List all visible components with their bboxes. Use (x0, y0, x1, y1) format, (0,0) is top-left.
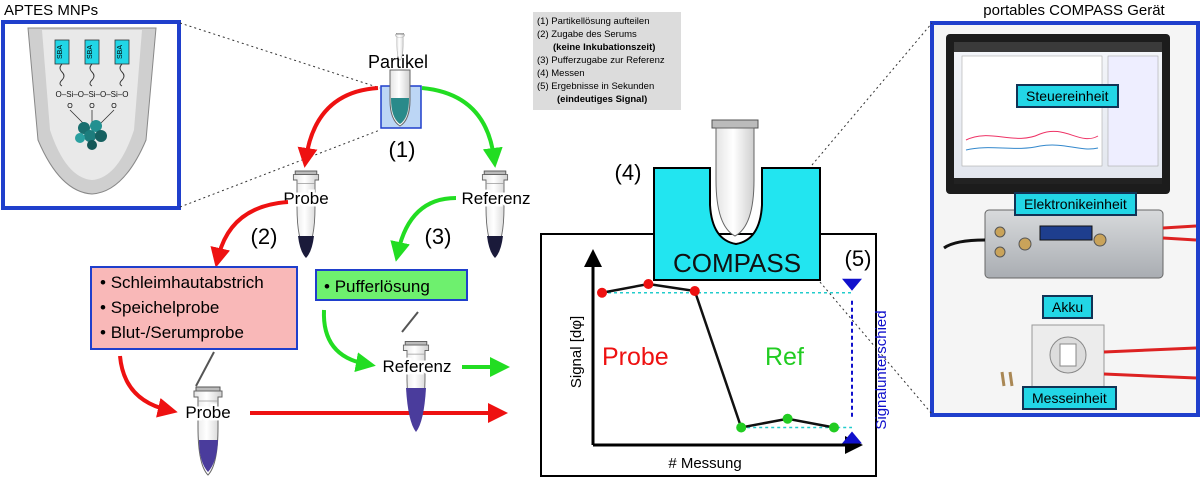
sba-tag-2: SBA (84, 39, 100, 87)
x-axis-label: # Messung (668, 455, 741, 472)
label-battery: Akku (1042, 295, 1094, 319)
compass-tube (711, 119, 759, 237)
particle-tube (380, 69, 422, 129)
arrow-step-3 (390, 196, 457, 262)
sample-item-1: • Schleimhautabstrich (100, 273, 264, 292)
data-point-2 (643, 279, 654, 289)
data-point-6 (829, 422, 839, 433)
label-electronics-unit: Elektronikeinheit (1014, 192, 1137, 216)
siloxane-chain: O–Si–O–Si–O–Si–O (56, 90, 129, 99)
oxygen-2: O (89, 103, 95, 110)
signal-chart: Signal [dφ] # Messung Probe Ref Signalun… (568, 249, 890, 472)
svg-text:SBA: SBA (87, 45, 94, 59)
probe-region-label: Probe (602, 343, 669, 371)
step-2-label: (2) (251, 224, 278, 249)
photo-zoom-line-top (811, 22, 933, 166)
arrow-step-2 (210, 200, 289, 268)
y-axis-label: Signal [dφ] (568, 316, 585, 388)
svg-text:SBA: SBA (57, 45, 64, 59)
steps-line-6: (5) Ergebnisse in Sekunden (537, 81, 654, 92)
data-point-5 (782, 413, 793, 424)
data-point-3 (689, 286, 700, 296)
data-point-1 (597, 287, 607, 298)
electronics-unit-icon (943, 209, 1197, 279)
step-5-label: (5) (845, 246, 872, 271)
compass-device: COMPASS (653, 167, 821, 281)
svg-text:SBA: SBA (117, 45, 124, 59)
nanoparticle-cluster-icon (75, 120, 107, 150)
measuring-unit-icon (1000, 324, 1197, 398)
final-referenz-lid (401, 311, 419, 333)
steps-line-3: (keine Inkubationszeit) (553, 42, 655, 53)
steps-line-1: (1) Partikellösung aufteilen (537, 16, 649, 27)
steps-line-5: (4) Messen (537, 68, 585, 79)
final-referenz-label: Referenz (383, 357, 452, 376)
steps-line-7: (eindeutiges Signal) (557, 94, 647, 105)
arrow-to-referenz (421, 86, 503, 168)
final-probe-lid (195, 351, 215, 387)
zoom-line-bottom (179, 129, 381, 208)
zoom-line-top (179, 22, 381, 89)
sba-tag-1: SBA (54, 39, 70, 87)
photo-zoom-line-bottom (819, 281, 933, 415)
final-probe-label: Probe (185, 403, 230, 422)
sample-item-3: • Blut-/Serumprobe (100, 323, 244, 342)
sample-item-2: • Speichelprobe (100, 298, 219, 317)
final-referenz-fill (406, 388, 426, 432)
label-control-unit: Steuereinheit (1016, 84, 1119, 108)
label-measuring-unit: Messeinheit (1022, 386, 1117, 410)
data-point-4 (736, 422, 747, 433)
laptop-screen-icon (946, 34, 1170, 194)
steps-line-2: (2) Zugabe des Serums (537, 29, 637, 40)
difference-label: Signalunterschied (873, 310, 890, 429)
ref-region-label: Ref (765, 343, 804, 371)
arrow-to-final-probe (118, 355, 178, 418)
referenz-label: Referenz (462, 189, 531, 208)
difference-marker-bottom (842, 431, 862, 444)
steps-line-4: (3) Pufferzugabe zur Referenz (537, 55, 665, 66)
step-4-label: (4) (615, 160, 642, 185)
aptes-title: APTES MNPs (4, 2, 98, 19)
oxygen-1: O (67, 103, 73, 110)
difference-marker-top (842, 278, 862, 291)
arrow-to-probe (297, 86, 379, 168)
final-probe-fill (199, 440, 218, 472)
aptes-inset: APTES MNPs SBA SBA SBA O–Si–O–Si–O–Si–O … (1, 2, 181, 210)
step-3-label: (3) (425, 224, 452, 249)
series-line (601, 282, 835, 429)
oxygen-3: O (111, 103, 117, 110)
particle-label: Partikel (368, 52, 428, 72)
photo-title: portables COMPASS Gerät (983, 2, 1165, 19)
arrow-to-final-referenz (321, 309, 376, 373)
probe-tube-fill (298, 236, 314, 258)
step-1-label: (1) (389, 137, 416, 162)
steps-list-box: (1) Partikellösung aufteilen (2) Zugabe … (533, 12, 681, 110)
sample-types-box: • Schleimhautabstrich • Speichelprobe • … (90, 266, 298, 350)
buffer-item: • Pufferlösung (324, 277, 430, 296)
referenz-tube-fill (487, 236, 503, 258)
probe-label: Probe (283, 189, 328, 208)
compass-label: COMPASS (673, 248, 801, 278)
buffer-box: • Pufferlösung (315, 269, 468, 301)
sba-tag-3: SBA (114, 39, 130, 87)
